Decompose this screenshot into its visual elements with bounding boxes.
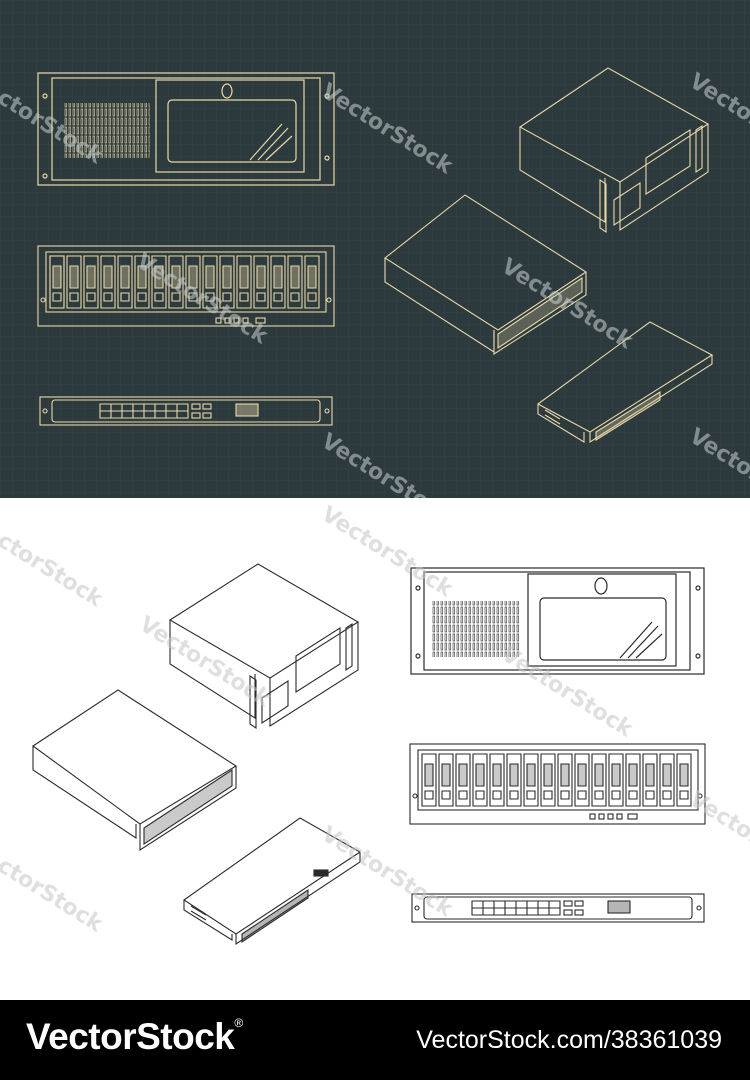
watermark-text: VectorStock	[317, 822, 458, 923]
4u-server-isometric	[168, 563, 360, 730]
1u-switch-front-view	[39, 396, 333, 426]
3u-storage-front-view	[37, 245, 335, 327]
footer-bar: VectorStock® VectorStock.com/38361039	[0, 1000, 750, 1080]
1u-switch-isometric	[536, 321, 714, 444]
4u-server-isometric	[518, 67, 710, 234]
watermark-text: VectorStock	[685, 787, 750, 888]
watermark-text: VectorStock	[0, 512, 108, 613]
4u-server-front-view	[410, 567, 705, 675]
3u-storage-front-view	[409, 743, 706, 825]
watermark-text: VectorStock	[497, 642, 638, 743]
registered-mark: ®	[234, 1016, 243, 1030]
image-id-text: VectorStock.com/38361039	[416, 1026, 722, 1054]
dark-blueprint-panel: VectorStock VectorStock VectorStock Vect…	[0, 0, 750, 498]
4u-server-front-view	[37, 72, 335, 186]
1u-switch-front-view	[411, 893, 705, 923]
watermark-text: VectorStock	[0, 837, 108, 938]
3u-storage-isometric	[384, 194, 588, 356]
vectorstock-logo: VectorStock®	[26, 1016, 243, 1058]
brand-name: VectorStock	[26, 1016, 235, 1057]
1u-switch-isometric	[183, 817, 362, 946]
watermark-text: VectorStock	[135, 612, 276, 713]
3u-storage-isometric	[32, 689, 238, 852]
watermark-text: VectorStock	[317, 502, 458, 603]
light-blueprint-panel: VectorStock VectorStock VectorStock Vect…	[0, 498, 750, 1000]
